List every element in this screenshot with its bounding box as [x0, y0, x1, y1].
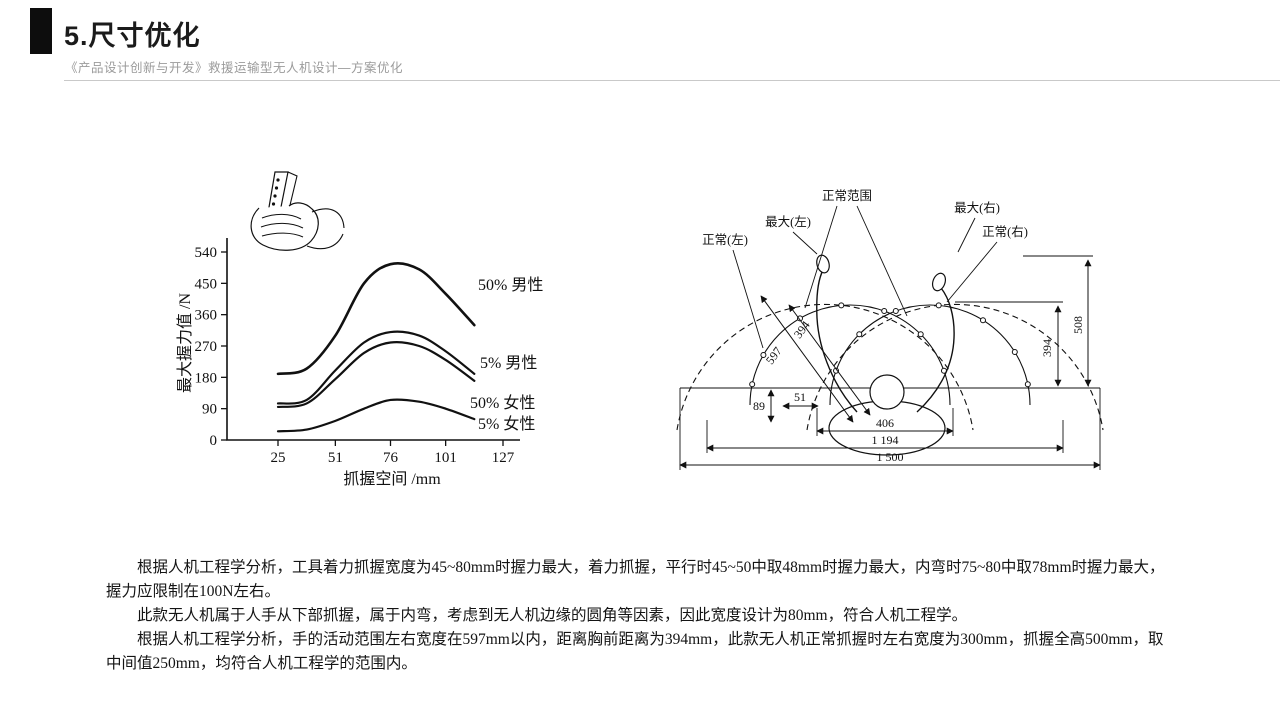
x-tick-label: 25 [271, 450, 286, 466]
grip-force-chart: 最大握力值 /N 抓握空间 /mm 0 90 180 270 360 450 540 25 5… [176, 171, 543, 488]
label-normal-range: 正常范围 [822, 189, 872, 203]
y-tick-label: 270 [195, 339, 218, 355]
x-tick-label: 76 [383, 450, 399, 466]
left-arm [816, 269, 858, 413]
title-accent-block [30, 8, 52, 54]
paragraph-2: 此款无人机属于人手从下部抓握，属于内弯，考虑到无人机边缘的圆角等因素，因此宽度设… [137, 607, 968, 625]
series-label-4: 5% 女性 [478, 414, 535, 433]
y-tick-label: 360 [195, 308, 218, 324]
y-tick-label: 90 [202, 402, 217, 418]
label-max-right: 最大(右) [954, 200, 1000, 215]
reach-marker [749, 381, 756, 388]
reach-marker [935, 302, 942, 309]
x-tick-label: 127 [492, 450, 515, 466]
paragraph-3: 根据人机工程学分析，手的活动范围左右宽度在597mm以内，距离胸前距离为394m… [106, 631, 1164, 673]
label-max-left: 最大(左) [765, 214, 811, 229]
dim-508: 508 [1071, 316, 1085, 334]
right-hand [931, 272, 947, 292]
reach-marker [1024, 381, 1031, 388]
dim-1500: 1 500 [877, 450, 904, 464]
x-axis-ticks: 25 51 76 101 127 [271, 440, 515, 466]
analysis-text: 根据人机工程学分析，工具着力抓握宽度为45~80mm时握力最大，着力抓握，平行时… [106, 556, 1168, 676]
dim-394-right: 394 [1040, 339, 1054, 357]
y-tick-label: 0 [210, 433, 218, 449]
y-axis-title: 最大握力值 /N [176, 293, 194, 393]
dim-597: 597 [763, 344, 785, 367]
left-hand [816, 254, 830, 274]
page-subtitle: 《产品设计创新与开发》救援运输型无人机设计—方案优化 [65, 61, 404, 75]
paragraph-1: 根据人机工程学分析，工具着力抓握宽度为45~80mm时握力最大，着力抓握，平行时… [106, 559, 1165, 601]
dim-406: 406 [876, 416, 894, 430]
arm-reach-diagram: 正常范围 最大(左) 正常(左) 最大(右) 正常(右) 394 597 508… [676, 189, 1104, 470]
grip-curve-4 [276, 398, 476, 433]
dim-1194: 1 194 [872, 433, 899, 447]
grip-curve-1 [276, 262, 476, 376]
page-title: 5.尺寸优化 [64, 21, 201, 51]
reach-marker [838, 302, 845, 309]
y-tick-label: 450 [195, 276, 218, 292]
reach-marker [856, 331, 863, 338]
x-tick-label: 101 [434, 450, 457, 466]
head [869, 374, 905, 410]
series-labels: 50% 男性 5% 男性 50% 女性 5% 女性 [470, 276, 543, 433]
series-label-3: 50% 女性 [470, 393, 535, 412]
y-tick-label: 180 [195, 370, 218, 386]
series-label-2: 5% 男性 [480, 354, 537, 372]
grip-curve-3 [276, 341, 476, 409]
dim-51: 51 [794, 390, 806, 404]
reach-marker [892, 308, 899, 315]
grip-curve-2 [276, 330, 476, 405]
label-normal-right: 正常(右) [982, 224, 1028, 239]
label-normal-left: 正常(左) [702, 232, 748, 247]
grip-curves [276, 262, 476, 433]
normal-reach-arc-right [829, 304, 1031, 406]
hand-grip-illustration [250, 171, 345, 251]
reach-marker [979, 317, 986, 324]
normal-reach-markers [749, 302, 1031, 388]
reach-marker [1011, 349, 1018, 356]
reach-marker [881, 308, 888, 315]
y-axis-ticks: 0 90 180 270 360 450 540 [195, 245, 227, 449]
x-tick-label: 51 [328, 450, 343, 466]
reach-marker [917, 331, 924, 338]
y-tick-label: 540 [195, 245, 218, 261]
dim-89: 89 [753, 399, 765, 413]
x-axis-title: 抓握空间 /mm [343, 470, 441, 488]
header-divider [64, 80, 1280, 81]
series-label-1: 50% 男性 [478, 276, 543, 294]
